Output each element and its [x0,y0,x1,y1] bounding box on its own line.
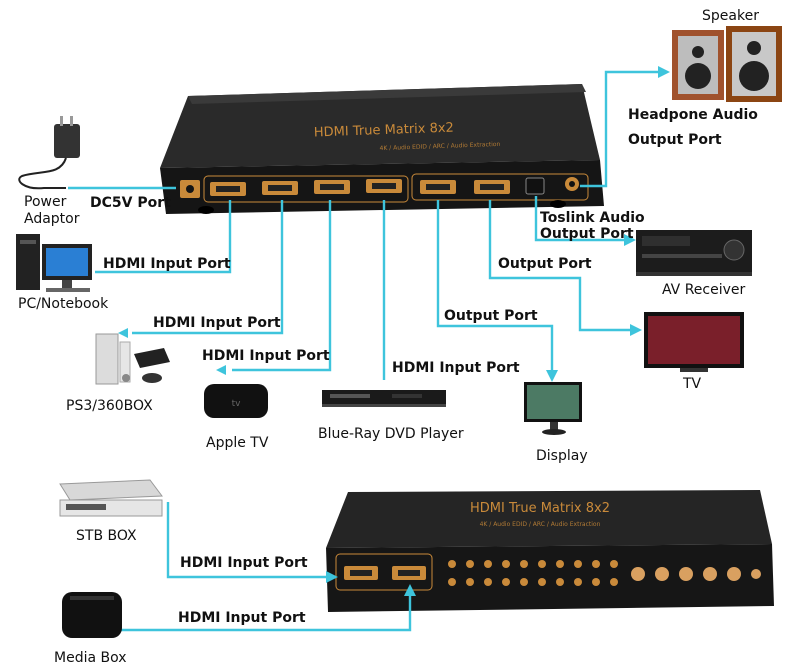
label-bluray: Blue-Ray DVD Player [318,426,464,442]
label-power-adaptor-1: Power [24,194,67,210]
tv-icon [644,312,744,372]
label-hdmi-input-pc: HDMI Input Port [103,256,231,272]
led-row-1 [448,560,618,568]
apple-tv-icon: tv [204,384,268,418]
wire-appletv [232,200,332,372]
media-box-icon [62,592,122,638]
hub-top-subtitle: 4K / Audio EDID / ARC / Audio Extraction [379,141,500,152]
wire-display [436,200,554,374]
label-media-box: Media Box [54,650,127,666]
pc-notebook-icon [16,234,92,292]
label-hdmi-input-appletv: HDMI Input Port [202,348,330,364]
bluray-player-icon [322,390,446,407]
label-speaker: Speaker [702,8,759,24]
wire-av-receiver [534,196,624,242]
label-display: Display [536,448,588,464]
toslink-port [525,177,545,195]
label-headphone-port-1: Headpone Audio [628,107,758,123]
label-hdmi-input-bluray: HDMI Input Port [392,360,520,376]
wire-ps3 [132,200,284,335]
hub-bottom-subtitle: 4K / Audio EDID / ARC / Audio Extraction [480,521,601,528]
label-toslink-port-2: Output Port [540,226,634,242]
hub-top: HDMI True Matrix 8x2 4K / Audio EDID / A… [160,84,604,214]
hub-bottom: HDMI True Matrix 8x2 4K / Audio EDID / A… [326,490,774,612]
label-pc-notebook: PC/Notebook [18,296,109,312]
ps3-360box-icon [95,333,170,385]
label-output-display: Output Port [444,308,538,324]
label-tv: TV [682,376,702,392]
wire-pc [95,200,232,274]
label-dc5v-port: DC5V Port [90,195,171,211]
label-hdmi-input-ps3: HDMI Input Port [153,315,281,331]
svg-text:tv: tv [232,399,242,409]
label-toslink-port-1: Toslink Audio [540,210,645,226]
wire-stb [166,502,332,579]
label-stb-box: STB BOX [76,528,137,544]
hub-top-title: HDMI True Matrix 8x2 [314,121,454,141]
connection-wires [68,70,664,632]
av-receiver-icon [636,230,752,276]
power-adaptor-icon [18,116,80,190]
display-icon [524,382,582,435]
stb-box-icon [59,479,163,517]
wire-arrowheads [80,66,670,596]
label-ps3-360box: PS3/360BOX [66,398,153,414]
speaker-icon [672,26,782,102]
hub-bottom-title: HDMI True Matrix 8x2 [470,501,610,516]
label-power-adaptor-2: Adaptor [24,211,80,227]
led-row-2 [448,578,618,586]
wire-speaker [580,70,664,188]
label-apple-tv: Apple TV [206,435,269,451]
label-hdmi-input-stb: HDMI Input Port [180,555,308,571]
label-headphone-port-2: Output Port [628,132,722,148]
label-av-receiver: AV Receiver [662,282,746,298]
wire-mediabox [118,588,412,632]
label-output-tv: Output Port [498,256,592,272]
wire-tv [488,200,636,332]
control-buttons [631,567,761,581]
label-hdmi-input-media: HDMI Input Port [178,610,306,626]
